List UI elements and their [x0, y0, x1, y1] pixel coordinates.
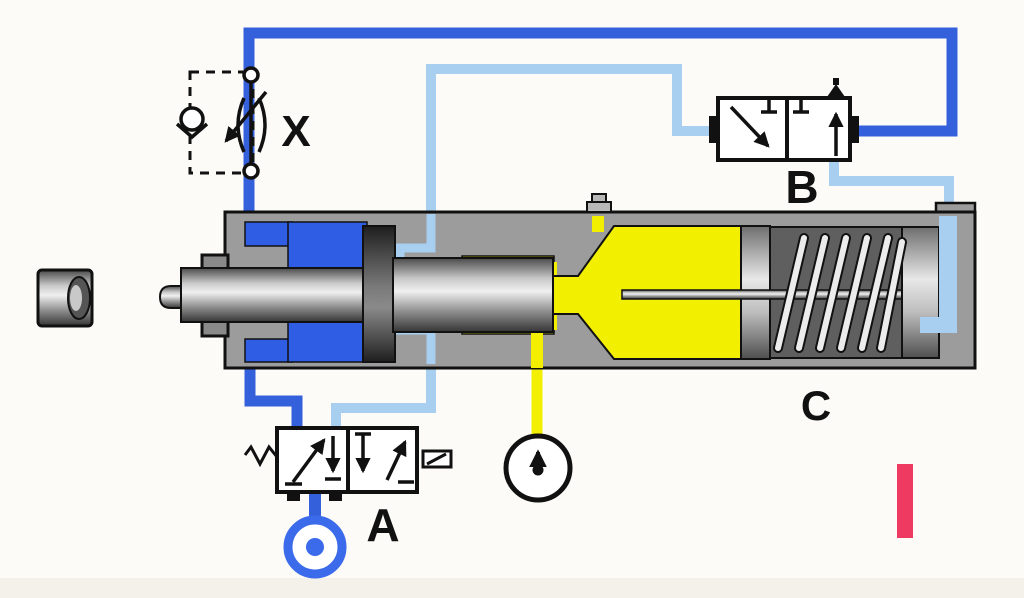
valve-x-label: X [281, 107, 310, 156]
valve-b-symbols [729, 100, 844, 156]
pilot-stem [833, 78, 839, 85]
piston-rod-stage1 [180, 267, 376, 323]
valve-a-symbols [285, 432, 414, 486]
oil-filler-channel [592, 216, 604, 232]
pilot-pipe-light-blue [331, 64, 954, 432]
pressure-gauge [503, 433, 573, 503]
vent-flange [586, 201, 612, 213]
lever-line-icon [426, 452, 447, 466]
end-piston [901, 226, 940, 359]
flow-arrow-icon [729, 105, 770, 148]
air-channel-bottom [244, 338, 293, 363]
check-valve-ball-icon [179, 106, 205, 132]
air-piston [362, 225, 396, 363]
air-channel-top [244, 221, 293, 247]
port-node-bottom [242, 162, 260, 180]
cylinder-assembly [158, 193, 977, 370]
flow-control-valve-x [175, 66, 268, 180]
spring-chamber-label: C [801, 382, 831, 429]
port-stub [287, 492, 300, 501]
flow-arrow-icon [385, 439, 407, 481]
port-stub [850, 116, 859, 143]
pointer-marker [897, 464, 913, 538]
pipe-cylinder-to-valve-a [244, 356, 303, 432]
vent-fitting [586, 193, 612, 213]
spring-return-icon [243, 444, 279, 468]
pipe-x-to-valve-b [243, 27, 958, 218]
workpiece-recess-inner [70, 285, 82, 311]
flow-arrow-icon [291, 438, 326, 484]
background-bottom-band [0, 578, 1024, 598]
spring-rod [621, 289, 905, 300]
valve-b [709, 78, 859, 162]
pipe-cylinder-to-valve-b [426, 64, 716, 216]
oil-gauge-channel [531, 330, 543, 368]
end-cap-channel [920, 216, 957, 333]
throttle-arc-right [257, 97, 267, 153]
pilot-actuator-icon [827, 84, 845, 97]
valve-b-box-right [785, 96, 852, 162]
port-stub [329, 492, 342, 501]
return-spring [773, 233, 907, 353]
adjust-arrow-icon [224, 90, 268, 143]
port-stub [709, 116, 718, 143]
rod-tip [158, 285, 184, 309]
valve-a [243, 426, 453, 579]
air-source-dot [306, 538, 324, 556]
pipe-cylinder-to-valve-a2 [331, 360, 436, 432]
workpiece [36, 268, 94, 328]
valve-b-label: B [785, 161, 818, 213]
check-valve-seat-icon [175, 122, 209, 140]
port-node-top [242, 66, 260, 84]
piston-rod-stage2 [392, 257, 554, 333]
gauge-hub [532, 464, 544, 476]
valve-a-label: A [366, 499, 399, 551]
pipe-valve-b-to-cylinder-end [829, 158, 954, 218]
